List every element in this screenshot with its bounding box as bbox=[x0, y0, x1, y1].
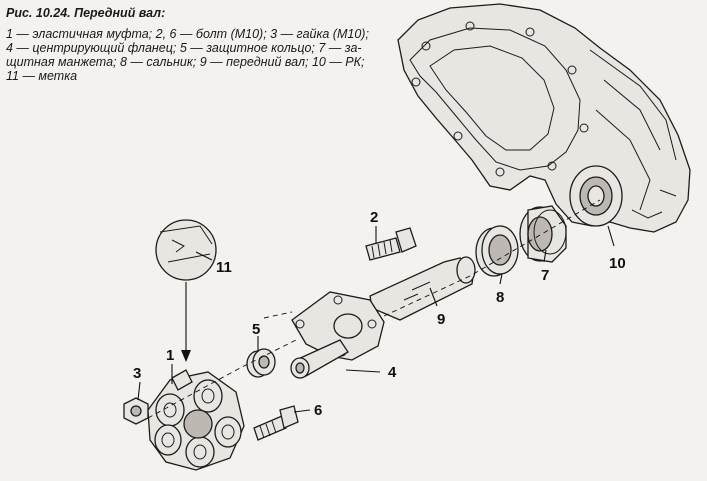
callout-1: 1 bbox=[166, 347, 174, 364]
centering-flange-drawing bbox=[290, 291, 385, 379]
callout-4: 4 bbox=[388, 364, 397, 381]
callout-11: 11 bbox=[216, 259, 232, 276]
callout-3: 3 bbox=[133, 365, 141, 382]
callout-6: 6 bbox=[314, 402, 322, 419]
figure-caption: Рис. 10.24. Передний вал: 1 — эластичная… bbox=[6, 6, 398, 83]
callout-9: 9 bbox=[437, 311, 445, 328]
flexible-coupling-drawing bbox=[147, 369, 245, 471]
mark-detail-view bbox=[155, 219, 217, 281]
front-shaft-drawing bbox=[369, 256, 476, 321]
assembly-axis-lines bbox=[147, 199, 601, 419]
transfer-case-drawing bbox=[397, 3, 691, 233]
bolt-6-drawing bbox=[253, 405, 299, 441]
callout-5: 5 bbox=[252, 321, 260, 338]
nut-drawing bbox=[123, 397, 149, 425]
callout-10: 10 bbox=[609, 255, 626, 272]
leader-lines bbox=[137, 225, 615, 413]
legend-line: щитная манжета; 8 — сальник; 9 — передни… bbox=[6, 55, 365, 69]
legend-line: 1 — эластичная муфта; 2, 6 — болт (М10);… bbox=[6, 27, 369, 41]
protective-ring-drawing bbox=[246, 348, 276, 378]
bolt-2-drawing bbox=[365, 227, 417, 261]
legend-line: 11 — метка bbox=[6, 69, 78, 83]
figure-title: Рис. 10.24. Передний вал: bbox=[6, 6, 166, 20]
protective-boot-drawing bbox=[519, 205, 567, 263]
oil-seal-drawing bbox=[475, 225, 519, 277]
legend-line: 4 — центрирующий фланец; 5 — защитное ко… bbox=[6, 41, 362, 55]
callout-labels: 1 2 3 4 5 6 7 8 9 10 11 bbox=[133, 209, 626, 419]
callout-8: 8 bbox=[496, 289, 504, 306]
callout-7: 7 bbox=[541, 267, 549, 284]
callout-2: 2 bbox=[370, 209, 378, 226]
